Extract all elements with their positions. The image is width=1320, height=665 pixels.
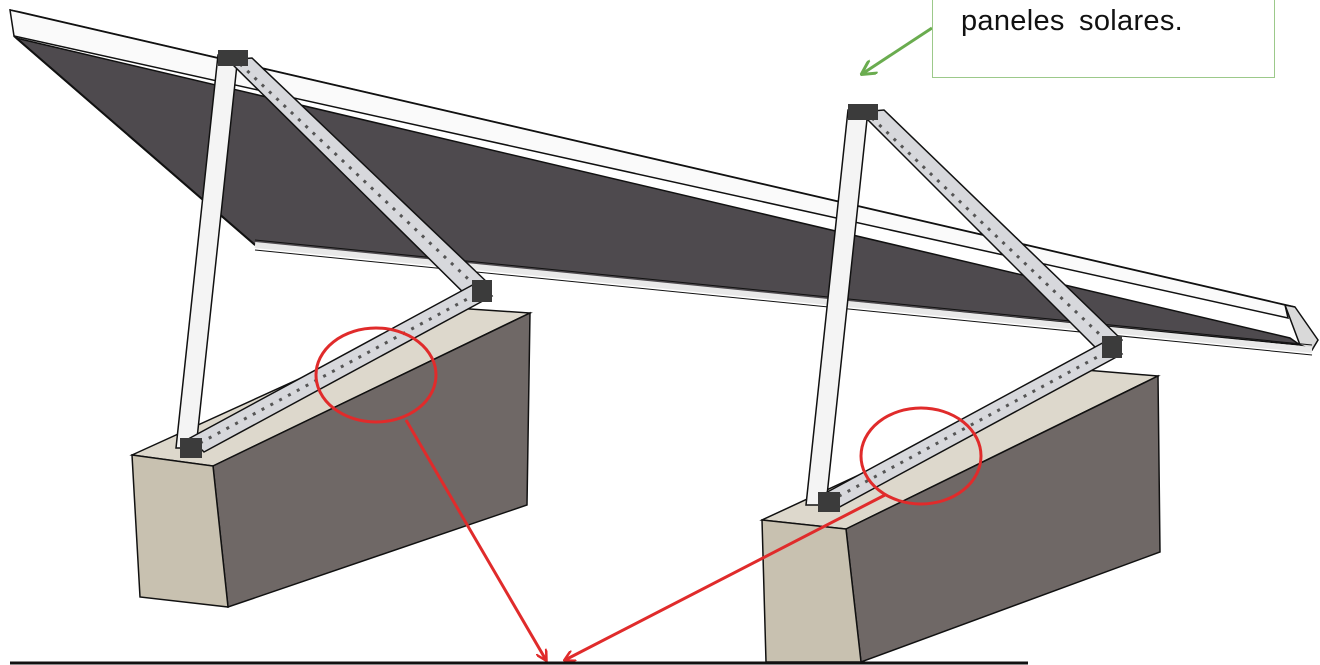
panel-bottom-frame bbox=[254, 242, 1313, 353]
red-arrow-right bbox=[565, 493, 886, 660]
callout-box: paneles solares. bbox=[932, 0, 1275, 78]
callout-text: paneles solares. bbox=[961, 5, 1183, 37]
block-front bbox=[131, 454, 229, 608]
support-rails-left bbox=[175, 50, 494, 458]
solar-panel bbox=[9, 9, 1319, 356]
red-arrow-left bbox=[404, 419, 546, 660]
panel-top-frame-face bbox=[9, 9, 1289, 319]
callout-arrow bbox=[862, 26, 933, 74]
highlight-ellipse-left bbox=[314, 326, 438, 424]
support-rails-right bbox=[805, 104, 1124, 512]
block-front bbox=[761, 519, 862, 663]
highlight-ellipse-right bbox=[859, 406, 983, 506]
panel-right-edge bbox=[1283, 303, 1319, 351]
